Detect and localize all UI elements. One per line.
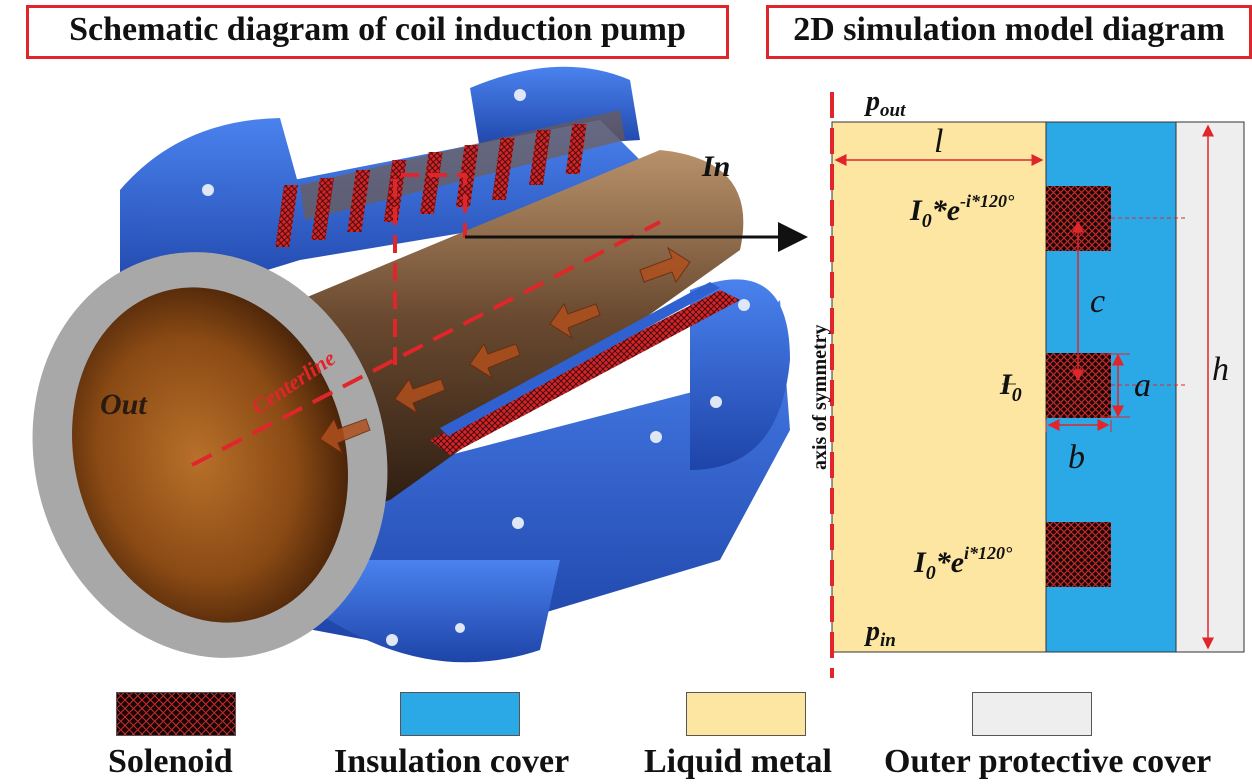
p-out-label: pout	[864, 86, 906, 121]
legend-label-outer-cover: Outer protective cover	[884, 743, 1212, 780]
dimension-c-label: c	[1090, 283, 1105, 320]
right-panel-title: 2D simulation model diagram	[766, 5, 1252, 59]
simulation-model-diagram: pout pin l c a b h axis of symmetry I0*e…	[809, 86, 1245, 678]
right-flange	[690, 279, 790, 470]
coil-induction-pump-illustration: In Out Centerline	[32, 66, 808, 663]
axis-of-symmetry-label: axis of symmetry	[809, 324, 831, 470]
current-label-top: I0*e-i*120°	[909, 191, 1015, 232]
bottom-solenoid-windings	[430, 282, 740, 455]
legend-label-insulation: Insulation cover	[334, 743, 570, 780]
centerline	[191, 220, 661, 467]
dimension-l-label: l	[934, 123, 943, 160]
liquid-metal-swatch	[686, 692, 806, 736]
flow-arrows	[319, 246, 691, 455]
left-panel-title: Schematic diagram of coil induction pump	[26, 5, 729, 59]
solenoid-block-bottom	[1046, 522, 1111, 587]
out-label: Out	[100, 388, 148, 421]
legend-label-solenoid: Solenoid	[108, 743, 233, 780]
p-in-label: pin	[864, 616, 896, 651]
dimension-b-label: b	[1068, 439, 1085, 476]
in-label: In	[701, 150, 730, 183]
liquid-metal-tube	[300, 150, 744, 520]
current-label-middle: I0	[999, 368, 1022, 406]
outer-cover-swatch	[972, 692, 1092, 736]
bottom-flange	[300, 560, 560, 663]
insulation-swatch	[400, 692, 520, 736]
section-cut-indicator	[393, 173, 467, 365]
dimension-h-label: h	[1212, 351, 1229, 388]
dimension-a-label: a	[1134, 367, 1151, 404]
current-label-bottom: I0*ei*120°	[913, 543, 1013, 584]
liquid-metal-region	[831, 121, 1047, 653]
legend-label-liquid-metal: Liquid metal	[644, 743, 832, 780]
solenoid-swatch	[116, 692, 236, 736]
upper-housing	[140, 120, 660, 300]
outer-cover-region	[1175, 121, 1245, 653]
top-solenoid-windings	[275, 110, 625, 247]
